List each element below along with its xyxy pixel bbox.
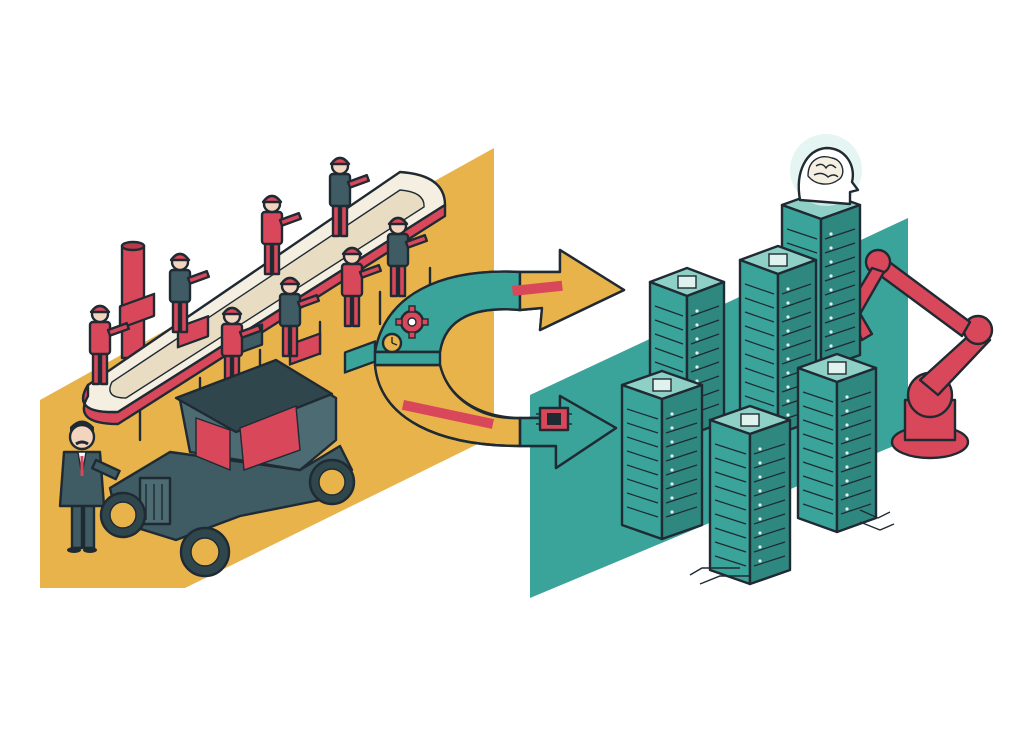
man-in-suit [58, 420, 121, 553]
workers [88, 156, 429, 388]
server-tower [738, 244, 818, 436]
brain-head-icon [790, 134, 862, 206]
microchip-icon [536, 406, 572, 432]
transformation-cycle [373, 248, 626, 470]
worker [386, 216, 429, 298]
server-towers [620, 189, 878, 586]
server-tower [620, 369, 704, 541]
worker [260, 194, 303, 276]
assembly-line [82, 156, 447, 442]
clock-icon [381, 332, 403, 354]
worker [278, 276, 321, 358]
server-tower [796, 352, 878, 534]
server-tower [708, 404, 792, 586]
gear-icon [395, 305, 429, 339]
circuit-traces [689, 509, 895, 585]
worker [220, 306, 263, 388]
worker [168, 252, 211, 334]
conveyor-belt [82, 170, 447, 426]
worker [88, 304, 131, 386]
worker [328, 156, 371, 238]
vintage-car [99, 358, 356, 578]
worker [340, 246, 383, 328]
